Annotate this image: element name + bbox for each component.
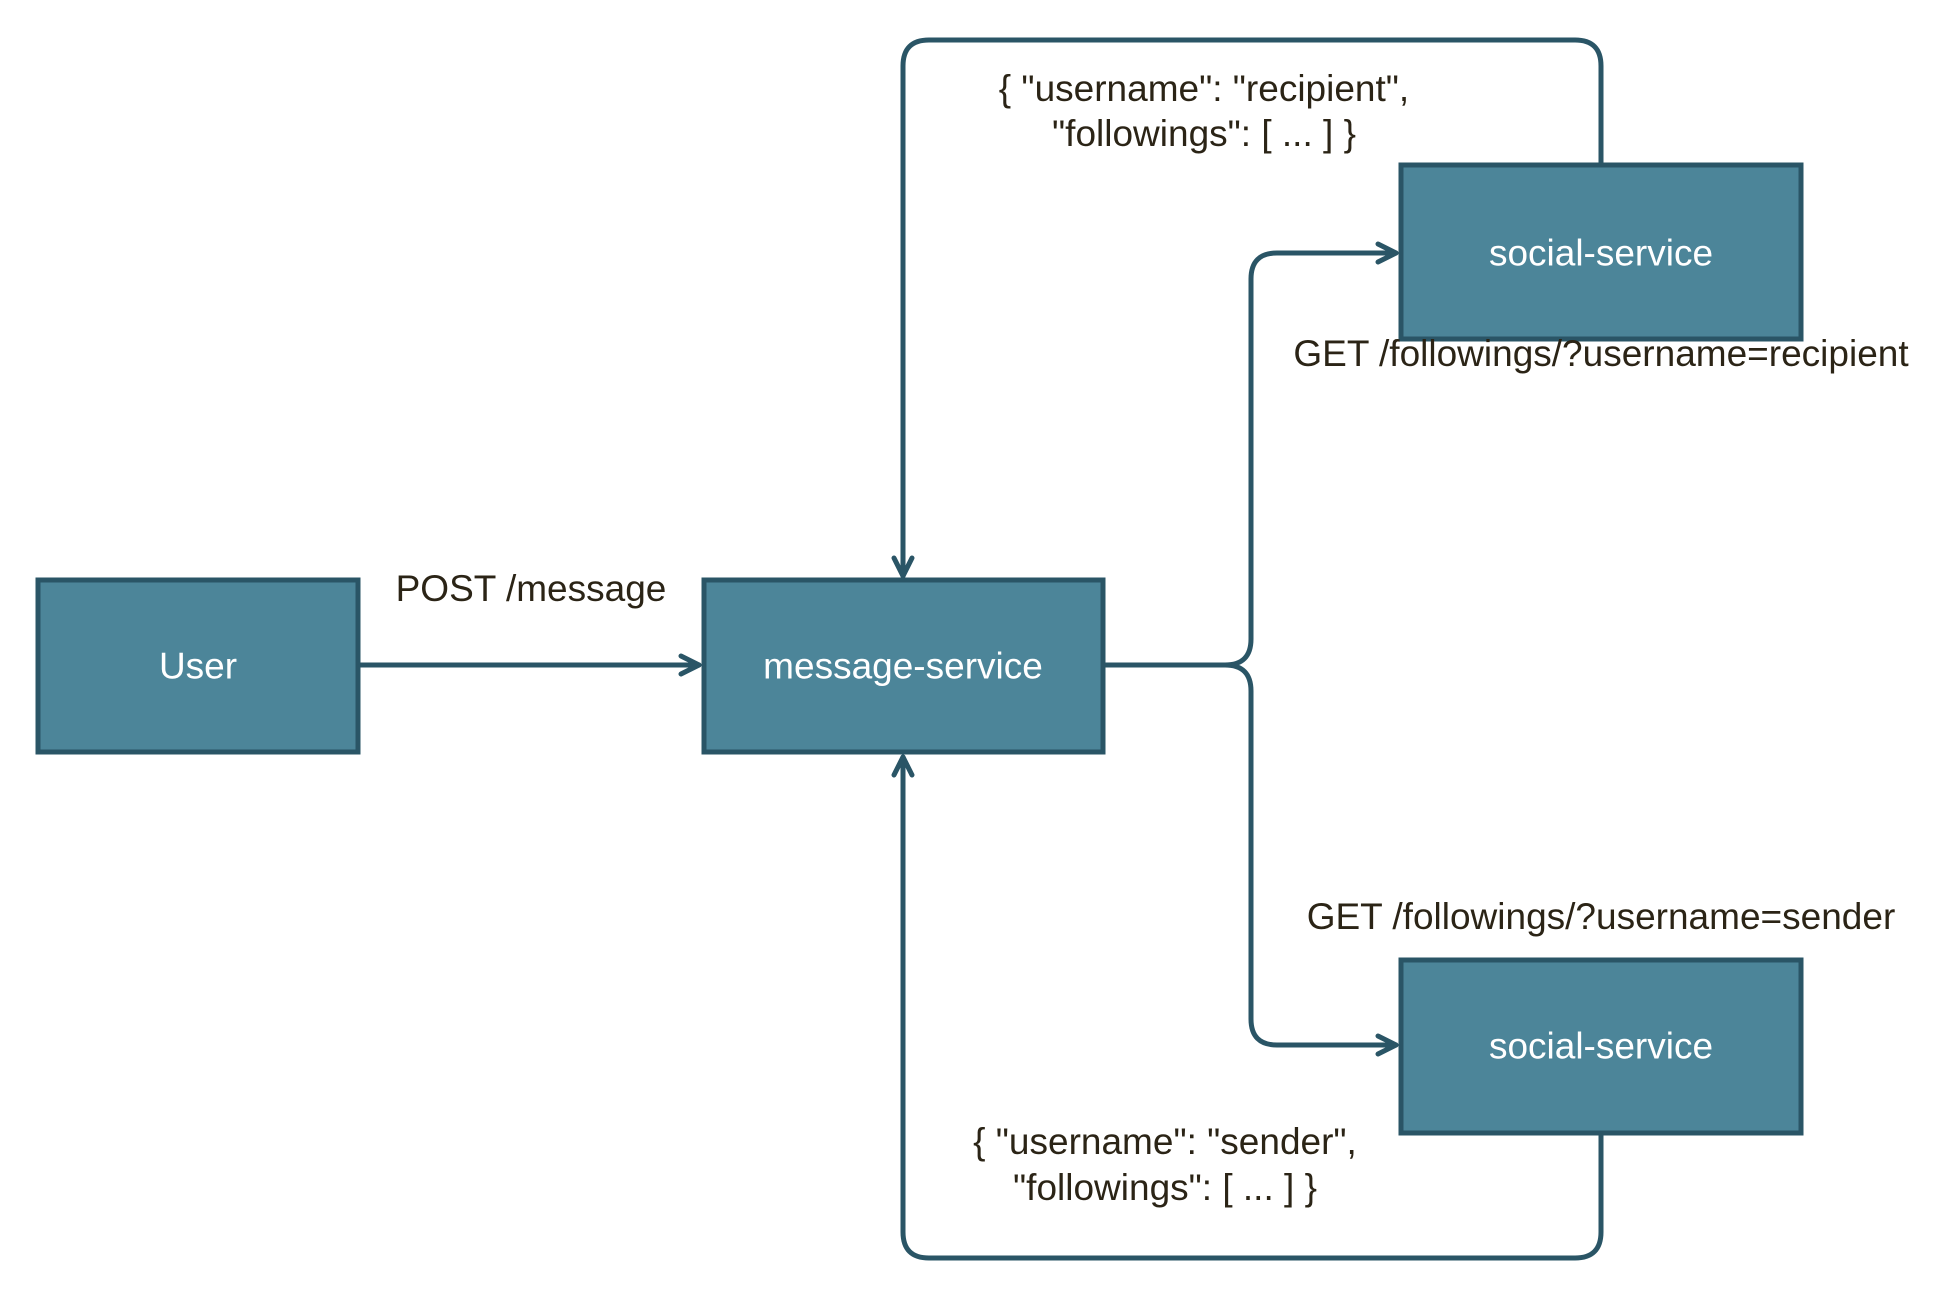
get-sender-label: GET /followings/?username=sender (1307, 896, 1896, 937)
social-service-top-node: social-service (1398, 162, 1804, 342)
post-message-label: POST /message (396, 568, 667, 609)
edge-message-service-to-social-top (1100, 241, 1399, 668)
edge-social-bottom-response (891, 754, 1604, 1261)
social-service-bottom-node: social-service (1398, 957, 1804, 1136)
message-service-node-label: message-service (763, 646, 1043, 687)
response-recipient-label: { "username": "recipient", "followings":… (999, 68, 1409, 154)
edge-social-top-response (891, 37, 1604, 579)
response-sender-line-2: "followings": [ ... ] } (1013, 1167, 1317, 1208)
response-sender-label: { "username": "sender", "followings": [ … (973, 1121, 1357, 1208)
social-service-top-node-label: social-service (1489, 233, 1713, 274)
user-node: User (35, 577, 361, 755)
response-sender-line-1: { "username": "sender", (973, 1121, 1357, 1162)
edge-message-service-to-social-bottom (1100, 662, 1399, 1057)
response-recipient-line-1: { "username": "recipient", (999, 68, 1409, 109)
user-node-label: User (159, 646, 237, 687)
message-service-node: message-service (701, 577, 1106, 755)
response-recipient-line-2: "followings": [ ... ] } (1052, 113, 1356, 154)
social-service-bottom-node-label: social-service (1489, 1026, 1713, 1067)
get-recipient-label: GET /followings/?username=recipient (1293, 333, 1909, 374)
